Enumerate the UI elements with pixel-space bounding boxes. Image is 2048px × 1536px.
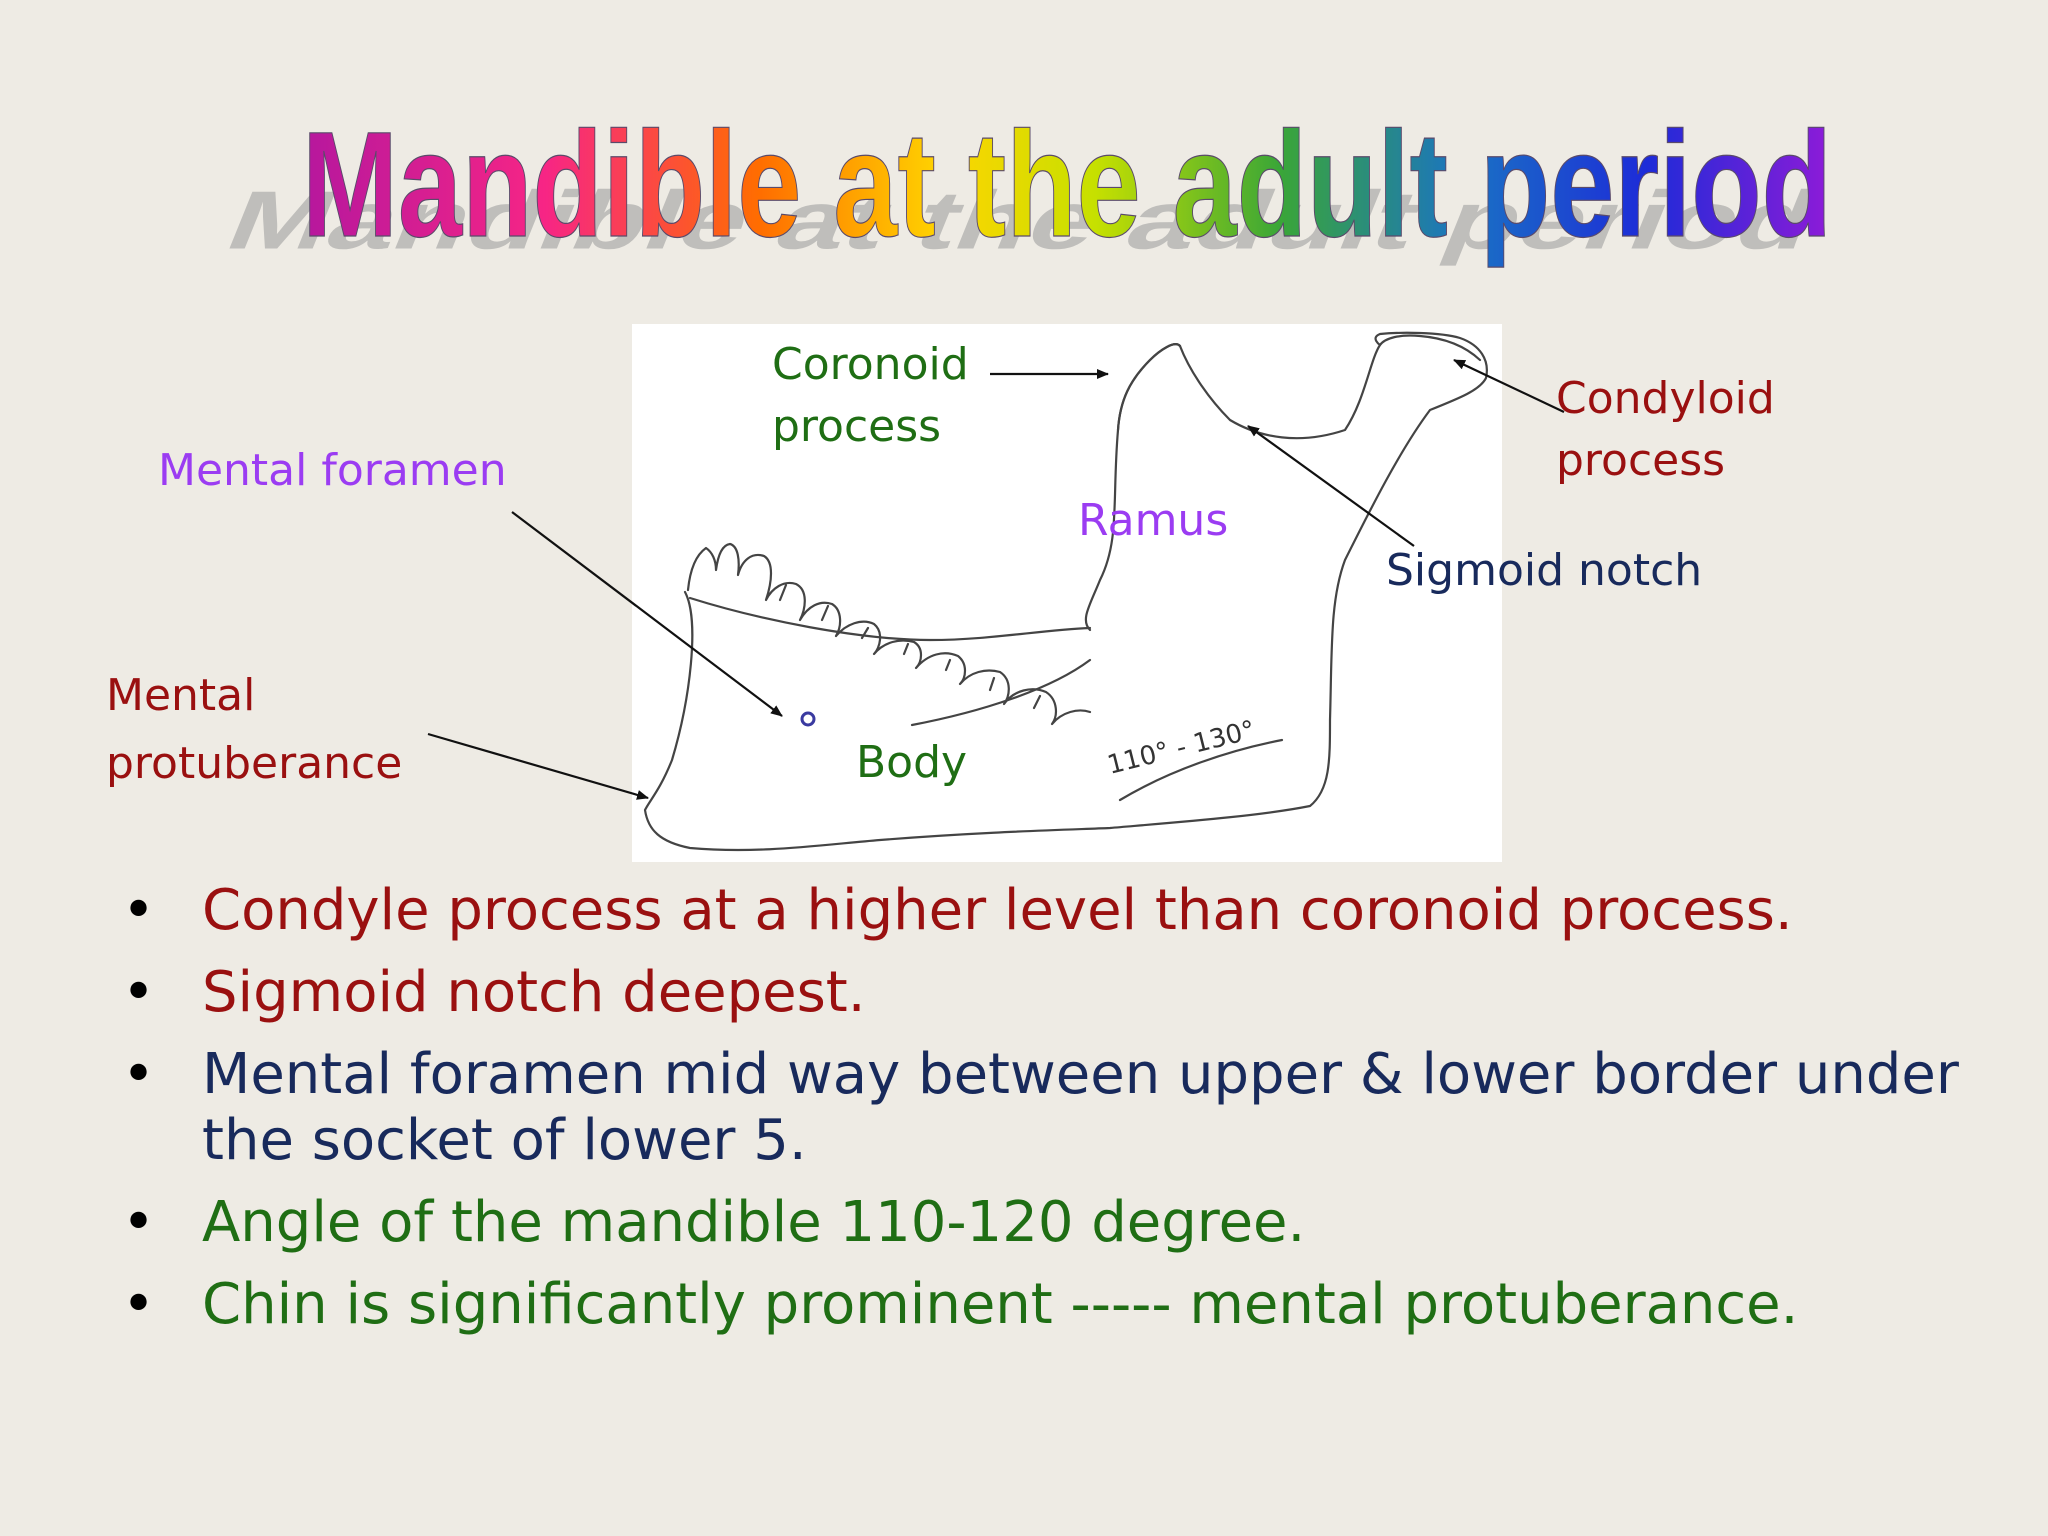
bullet-text: Condyle process at a higher level than c… (202, 878, 1793, 943)
bullet-marker: • (122, 1190, 156, 1255)
title-shadow: Mandible at the adult period (214, 174, 1831, 266)
condyloid-label-line2: process (1556, 435, 1726, 486)
mental-foramen-arrow (511, 511, 783, 717)
bullet-marker: • (122, 878, 156, 943)
bullet-marker: • (122, 1042, 156, 1107)
coronoid-label-line2: process (772, 401, 942, 452)
sigmoid-notch-label: Sigmoid notch (1386, 545, 1703, 596)
bullet-list: • Condyle process at a higher level than… (118, 878, 1998, 1354)
mental-protuberance-line1: Mental (106, 670, 256, 721)
teeth-row (686, 542, 1092, 726)
mental-protuberance-arrow (427, 732, 649, 800)
mental-protuberance-label: Mental protuberance (106, 662, 402, 798)
body-label: Body (856, 737, 968, 788)
mental-protuberance-line2: protuberance (106, 738, 403, 789)
bullet-text: Sigmoid notch deepest. (202, 960, 866, 1025)
bullet-item-4: • Angle of the mandible 110-120 degree. (118, 1190, 1998, 1256)
bullet-item-1: • Condyle process at a higher level than… (118, 878, 1998, 944)
slide-title: Mandible at the adult period (302, 100, 1832, 268)
bullet-item-2: • Sigmoid notch deepest. (118, 960, 1998, 1026)
mental-foramen-label: Mental foramen (158, 445, 507, 496)
condyloid-process-label: Condyloid process (1556, 368, 1775, 492)
bullet-text: Mental foramen mid way between upper & l… (202, 1042, 1959, 1173)
diagram-panel (632, 324, 1502, 862)
cusp-lines (778, 583, 1042, 710)
bullet-marker: • (122, 960, 156, 1025)
slide-title-art: Mandible at the adult period Mandible at… (214, 99, 1832, 268)
bullet-text: Chin is significantly prominent ----- me… (202, 1272, 1799, 1337)
alveolar-line (688, 596, 1092, 642)
sigmoid-notch-arrow (1247, 425, 1415, 547)
bullet-item-3: • Mental foramen mid way between upper &… (118, 1042, 1998, 1174)
bullet-text: Angle of the mandible 110-120 degree. (202, 1190, 1306, 1255)
mental-foramen-mark (800, 711, 816, 727)
condyle-head (1378, 334, 1482, 362)
condyloid-label-line1: Condyloid (1556, 373, 1775, 424)
condyloid-arrow (1453, 359, 1565, 413)
coronoid-outline (1116, 343, 1182, 432)
angle-annotation: 110° - 130° (1104, 715, 1258, 781)
bullet-marker: • (122, 1272, 156, 1337)
oblique-ridge (910, 658, 1092, 727)
angle-arc (1118, 738, 1284, 802)
coronoid-label-line1: Coronoid (772, 339, 969, 390)
coronoid-process-label: Coronoid process (772, 334, 969, 458)
mandible-diagram: 110° - 130° (427, 331, 1565, 852)
bullet-item-5: • Chin is significantly prominent ----- … (118, 1272, 1998, 1338)
ramus-label: Ramus (1078, 495, 1229, 546)
